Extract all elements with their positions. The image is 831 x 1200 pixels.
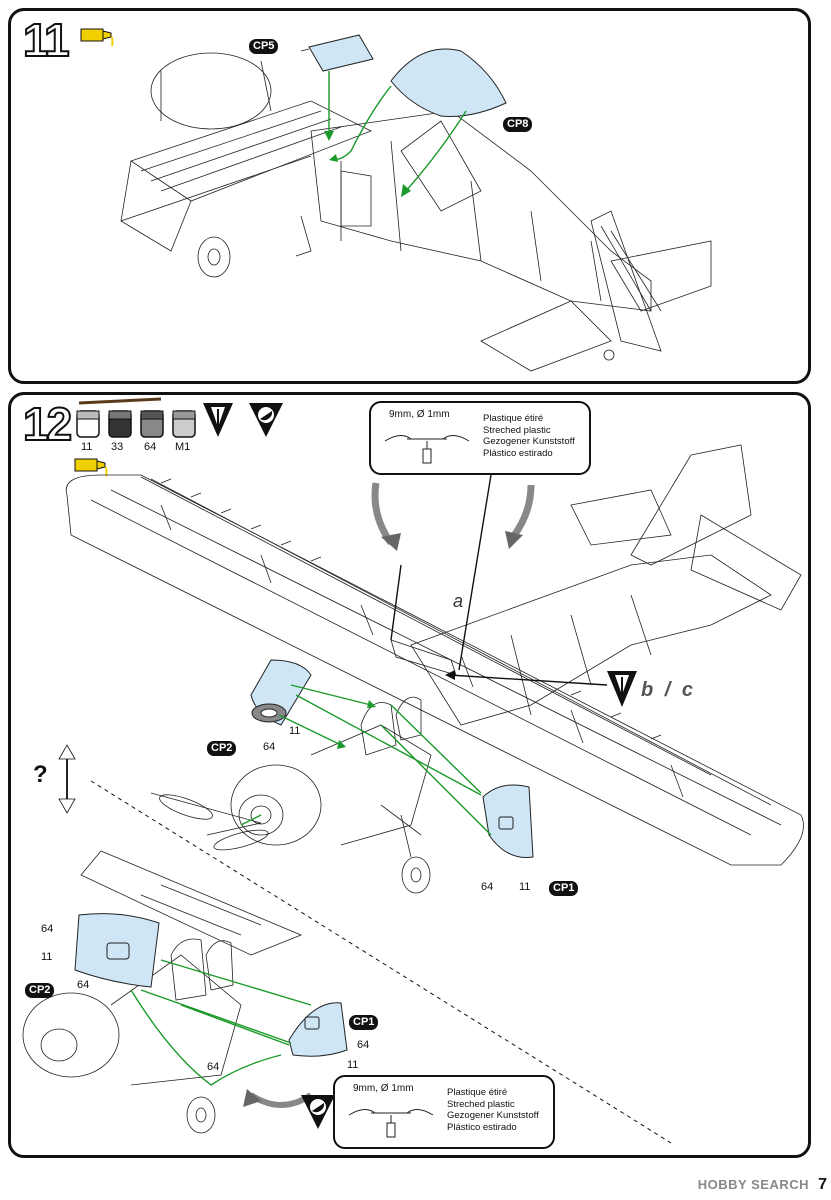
- paint-label-33: 33: [111, 441, 124, 453]
- antenna-wire-a: [390, 564, 402, 641]
- cp8-callout: CP8: [503, 117, 533, 132]
- flip-double-arrow: [58, 744, 76, 814]
- cp2-callout: CP2: [207, 741, 237, 756]
- text-es: Plástico estirado: [447, 1121, 517, 1133]
- bc-pointer-line: [448, 674, 608, 686]
- inset-guide-arrows: [130, 959, 312, 1086]
- inset-clear-paint-icon: [301, 1095, 335, 1129]
- text-de: Gezogener Kunststoff: [447, 1110, 539, 1121]
- cp8-windscreen-part: [390, 48, 507, 117]
- pen-nib-icon: [203, 403, 233, 437]
- part-number: 64: [207, 1061, 220, 1073]
- paint-pot-m1-icon: [172, 410, 196, 438]
- inset-cp1-callout: CP1: [349, 1015, 379, 1030]
- clear-paint-icon: [249, 403, 283, 437]
- cp5-callout: CP5: [249, 39, 279, 54]
- step-11-drawing: [80, 28, 712, 372]
- text-fr: Plastique étiré: [483, 413, 544, 424]
- stretched-plastic-illustration: [384, 435, 470, 464]
- process-arrows: [371, 482, 535, 551]
- page-number: 7: [818, 1176, 827, 1193]
- text-es: Plástico estirado: [483, 447, 553, 459]
- stretched-plastic-text: Plastique étiré Streched plastic Gezogen…: [483, 413, 575, 459]
- text-fr: Plastique étiré: [447, 1087, 508, 1098]
- part-number: 11: [347, 1059, 359, 1071]
- question-mark: ?: [33, 761, 48, 788]
- paint-label-64: 64: [144, 441, 157, 453]
- part-number: 64: [263, 741, 276, 753]
- step-12-guide-arrows: [240, 684, 492, 836]
- paintbrush-icon: [78, 397, 162, 405]
- paint-pot-33-icon: [108, 410, 132, 438]
- paint-label-m1: M1: [175, 441, 191, 453]
- paint-pot-64-icon: [140, 410, 164, 438]
- cp1-door-part: [482, 784, 534, 859]
- part-number: 11: [41, 951, 53, 963]
- text-de: Gezogener Kunststoff: [483, 436, 575, 447]
- part-number: 64: [77, 979, 90, 991]
- dashed-separator: [90, 780, 672, 1144]
- label-a: a: [453, 591, 464, 611]
- label-bc: b / c: [641, 679, 697, 701]
- part-number: 64: [481, 881, 494, 893]
- step-number: 12: [22, 398, 73, 450]
- stretched-plastic-box-bottom: 9mm, Ø 1mm Plastique étiré Streched plas…: [333, 1075, 555, 1149]
- glue-icon: [74, 458, 108, 477]
- bc-pen-nib-icon: [607, 671, 637, 707]
- part-number: 11: [289, 725, 301, 737]
- inset-cp1-door-part: [288, 1002, 348, 1057]
- stretched-plastic-text: Plastique étiré Streched plastic Gezogen…: [447, 1087, 539, 1133]
- glue-icon: [80, 28, 114, 47]
- text-en: Streched plastic: [447, 1098, 515, 1110]
- hobby-search-watermark: HOBBY SEARCH: [697, 1177, 809, 1192]
- stretched-plastic-illustration: [348, 1109, 434, 1138]
- paint-pot-11-icon: [76, 410, 100, 438]
- cp8-guide-arrow-1: [332, 85, 392, 161]
- inset-view: [22, 850, 303, 1134]
- stretched-plastic-dimension: 9mm, Ø 1mm: [353, 1083, 414, 1094]
- cp8-guide-arrow-2: [405, 110, 467, 192]
- part-number: 11: [519, 881, 531, 893]
- inset-cp2-door-part: [74, 913, 160, 988]
- stretched-plastic-box: 9mm, Ø 1mm Plastique étiré Streched plas…: [369, 401, 591, 475]
- part-number: 64: [41, 923, 54, 935]
- text-en: Streched plastic: [483, 424, 551, 436]
- inset-cp2-callout: CP2: [25, 983, 55, 998]
- cp5-window-part: [308, 34, 374, 72]
- step-12-panel: 12: [8, 392, 811, 1158]
- part-number: 64: [357, 1039, 370, 1051]
- step-number: 11: [22, 14, 71, 66]
- step-12-drawing: [22, 397, 804, 1144]
- stretched-plastic-dimension: 9mm, Ø 1mm: [389, 409, 450, 420]
- step-11-panel: 11: [8, 8, 811, 384]
- antenna-wire-b: [458, 474, 492, 671]
- paint-label-11: 11: [81, 441, 93, 453]
- cp1-callout: CP1: [549, 881, 579, 896]
